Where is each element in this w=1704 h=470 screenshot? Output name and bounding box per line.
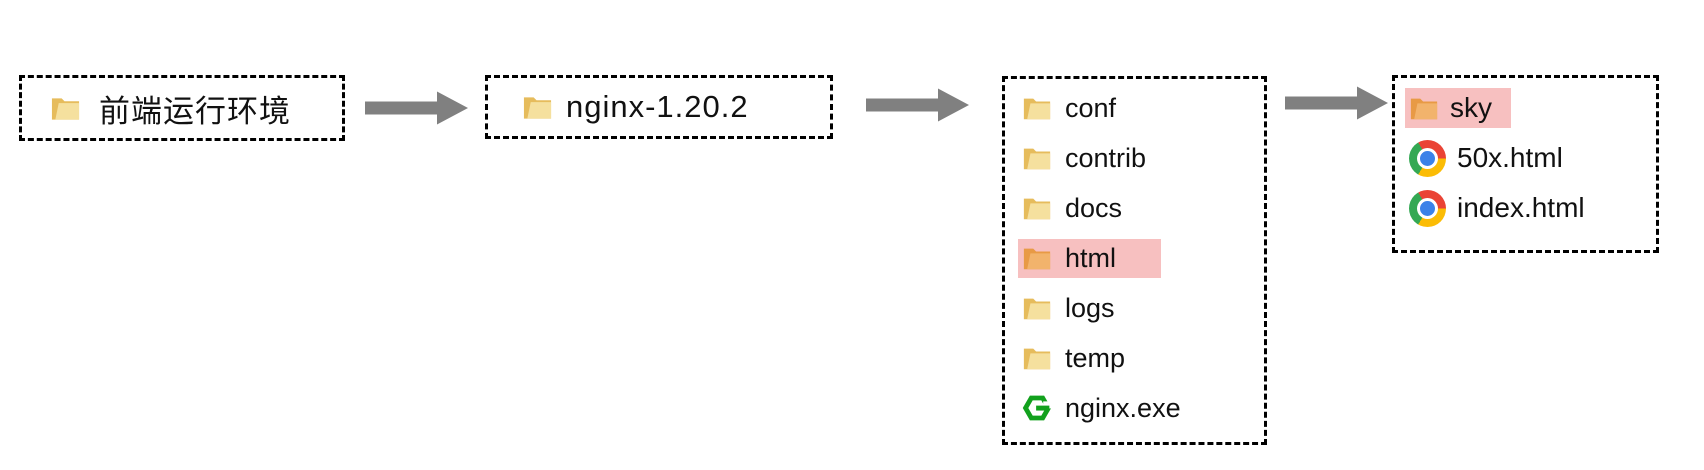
file-row-contrib: contrib xyxy=(1018,133,1264,183)
folder-icon xyxy=(1022,193,1052,223)
arrow-right-icon xyxy=(1285,86,1389,120)
folder-icon xyxy=(1022,343,1052,373)
chrome-icon xyxy=(1409,189,1446,227)
file-row-50x-html: 50x.html xyxy=(1405,133,1656,183)
file-label: nginx.exe xyxy=(1065,392,1181,423)
file-label: contrib xyxy=(1065,142,1147,173)
node-nginx-contents: conf contrib docs html logs xyxy=(1002,76,1267,445)
folder-icon xyxy=(50,92,81,124)
file-label: 50x.html xyxy=(1457,142,1563,173)
file-label: index.html xyxy=(1457,192,1585,223)
folder-icon xyxy=(522,91,553,123)
nginx-icon xyxy=(1022,393,1052,423)
node-frontend-env: 前端运行环境 xyxy=(19,75,345,141)
file-label: sky xyxy=(1450,92,1492,123)
folder-icon xyxy=(1022,93,1052,123)
folder-label: nginx-1.20.2 xyxy=(566,89,749,124)
file-row-sky: sky xyxy=(1405,83,1656,133)
arrow-right-icon xyxy=(365,91,469,125)
file-row-logs: logs xyxy=(1018,283,1264,333)
file-row-html: html xyxy=(1018,233,1264,283)
file-label: conf xyxy=(1065,92,1117,123)
file-label: temp xyxy=(1065,342,1126,373)
file-label: html xyxy=(1065,242,1117,273)
chrome-icon xyxy=(1409,139,1446,177)
file-label: docs xyxy=(1065,192,1123,223)
highlight-html: html xyxy=(1018,238,1161,278)
file-row-nginx-exe: nginx.exe xyxy=(1018,383,1264,433)
folder-icon xyxy=(1022,243,1052,273)
node-nginx-folder: nginx-1.20.2 xyxy=(485,75,833,139)
file-row-docs: docs xyxy=(1018,183,1264,233)
file-row-conf: conf xyxy=(1018,83,1264,133)
arrow-right-icon xyxy=(866,88,970,122)
folder-icon xyxy=(1022,293,1052,323)
file-row-index-html: index.html xyxy=(1405,183,1656,233)
node-html-contents: sky 50x.html index.html xyxy=(1392,75,1659,253)
file-row-temp: temp xyxy=(1018,333,1264,383)
file-label: logs xyxy=(1065,292,1115,323)
folder-label: 前端运行环境 xyxy=(99,93,291,129)
folder-icon xyxy=(1022,143,1052,173)
highlight-sky: sky xyxy=(1405,88,1511,128)
folder-icon xyxy=(1409,93,1439,123)
